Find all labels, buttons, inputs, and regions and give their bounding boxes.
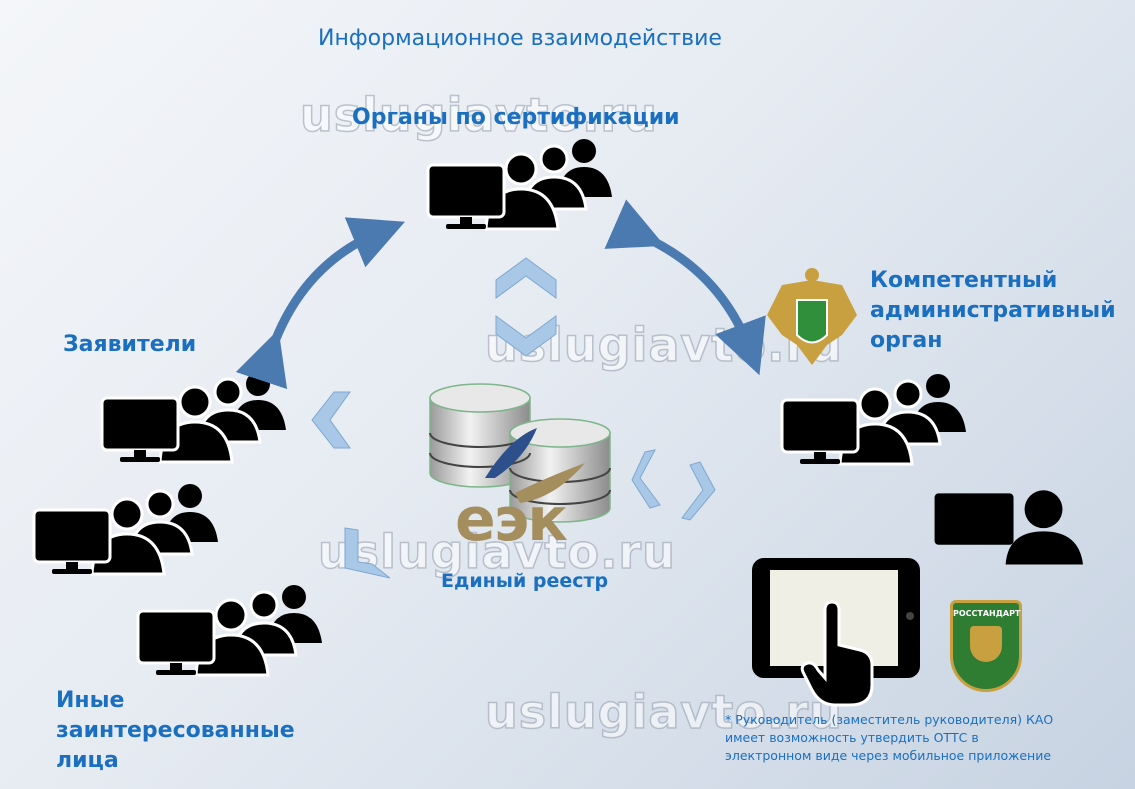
eek-logo: ЕЭК — [455, 485, 568, 555]
rosstandart-emblem: РОССТАНДАРТ — [950, 600, 1022, 692]
footnote: * Руководитель (заместитель руководителя… — [725, 712, 1054, 763]
coat-of-arms-icon — [767, 268, 857, 365]
double-arrow-right — [604, 199, 766, 376]
chevron-up-icon — [495, 257, 557, 299]
chevron-down-left-icon — [344, 527, 391, 579]
user-workstation-icon — [934, 490, 1083, 565]
chevron-left-icon — [311, 391, 351, 449]
label-unified-registry: Единый реестр — [441, 570, 609, 592]
watermark: uslugiavto.ru — [484, 684, 843, 740]
emblem-label: РОССТАНДАРТ — [953, 609, 1021, 618]
label-other-parties: Иные заинтересованные лица — [56, 688, 295, 773]
database-icon — [429, 383, 611, 523]
label-applicants: Заявители — [63, 332, 197, 357]
touch-hand-icon — [800, 600, 874, 707]
label-competent-authority: Компетентный административный орган — [870, 268, 1116, 353]
watermark: uslugiavto.ru — [299, 87, 658, 143]
diagram-title: Информационное взаимодействие — [318, 26, 722, 51]
label-certification-bodies: Органы по сертификации — [352, 105, 680, 130]
chevron-down-icon — [495, 315, 557, 357]
chevron-right-icon — [681, 461, 716, 521]
double-arrow-left — [235, 217, 405, 390]
chevron-left-icon — [631, 449, 661, 509]
